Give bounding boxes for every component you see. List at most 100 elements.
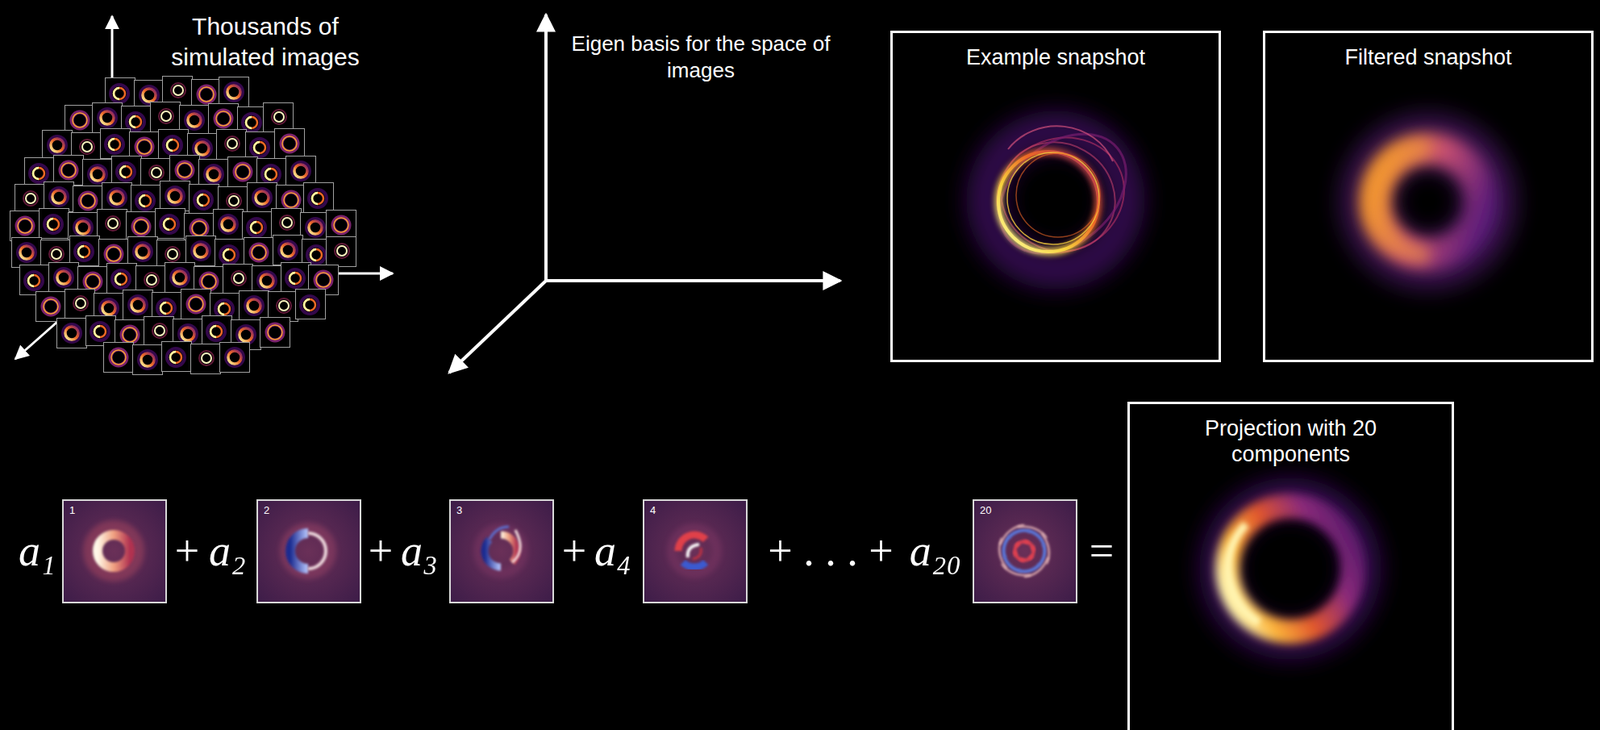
thumbnail [304,183,334,213]
thumbnail [244,237,275,268]
basis-image: 1 [62,499,167,604]
figure-caption: Thousands of simulated images [148,11,383,72]
thumbnail [160,181,191,212]
component-number: 4 [650,504,739,517]
thumbnail [112,156,142,187]
thumbnail [181,289,212,320]
halo [986,130,1125,270]
arc [1038,544,1045,566]
crescent [290,533,309,569]
thumbnail [107,263,138,294]
thumbnail [263,103,294,134]
component-number: 20 [979,504,1069,517]
thumbnail [220,342,250,373]
basis-axes [449,14,841,373]
thumbnail [300,212,331,243]
thumbnail [219,77,250,108]
halo [1217,495,1363,642]
thumbnail [12,237,42,268]
basis-image: 3 [449,499,555,604]
halo [285,528,331,574]
basis-ground [256,499,361,604]
thumbnail [123,290,154,321]
halo [478,528,524,574]
photon-ring [998,151,1099,252]
inner-ring [1016,153,1100,238]
thumbnail [271,208,302,239]
coefficient: a₁ [18,525,56,576]
basis-pattern [89,526,138,575]
thumbnail [275,129,305,159]
arc [683,562,706,567]
halo [671,528,717,574]
photon-ring [1007,152,1100,245]
halo [1367,141,1489,263]
image-pile [10,76,357,375]
basis-backgrounds [62,499,1077,604]
bright-side [1375,148,1429,255]
thumbnail [54,155,84,186]
ring [97,534,130,567]
pattern-segment [1018,526,1059,564]
basis-image: 2 [256,499,362,604]
thumbnail [10,211,41,242]
thumbnail [70,236,100,267]
thumbnail [260,317,291,348]
basis-ground [449,499,554,604]
thumbnail [49,262,80,293]
thumbnail [86,316,117,346]
figure-caption: Eigen basis for the space of images [563,30,838,84]
basis-image: 20 [972,499,1078,604]
thumbnail [239,291,270,321]
component-number: 3 [456,504,546,517]
swirl [512,529,521,563]
swirl [489,526,509,540]
projection-panel: Projection with 20 components [1127,401,1455,730]
swirl [692,547,701,559]
pattern-segment [1001,547,1042,585]
pattern-segment [989,537,1030,575]
thumbnail [208,104,239,134]
thumbnail [273,235,304,266]
basis-ground [642,499,747,604]
coefficient: a₂ [208,525,246,576]
thumbnail [165,262,196,293]
plus-sign: + [562,525,587,576]
thumbnail [92,103,123,134]
plus-sign: + [368,525,393,576]
basis-image: 4 [642,499,748,604]
plus-sign: + [175,525,200,576]
black-hole-snapshot [976,109,1150,278]
coefficient: a₂₀ [909,525,963,576]
glow [998,151,1099,252]
thumbnail [326,237,357,267]
thumbnail [326,210,357,241]
thumbnail [170,155,200,186]
thumbnail [242,212,273,242]
thumbnail [133,345,163,375]
pattern-segment [1006,516,1047,555]
axis-arrow [544,14,548,281]
thumbnail [57,318,88,349]
thumbnail [281,262,312,293]
thumbnail [286,156,317,187]
projection-image [1217,495,1363,642]
axis-arrow [545,279,841,283]
thumbnail [150,102,181,133]
thumbnail [202,316,233,346]
thumbnail [162,341,192,372]
axis-arrow [449,280,546,373]
coefficient: a₃ [400,525,438,576]
basis-pattern [478,526,524,574]
thumbnail [104,342,134,373]
thumbnail [247,183,278,213]
swirl [687,544,700,558]
basis-pattern [671,528,717,574]
thumbnail [20,265,50,296]
thumbnail [97,209,128,240]
basis-ground [972,499,1077,604]
thumbnail [39,208,70,239]
basis-pattern [989,516,1059,585]
